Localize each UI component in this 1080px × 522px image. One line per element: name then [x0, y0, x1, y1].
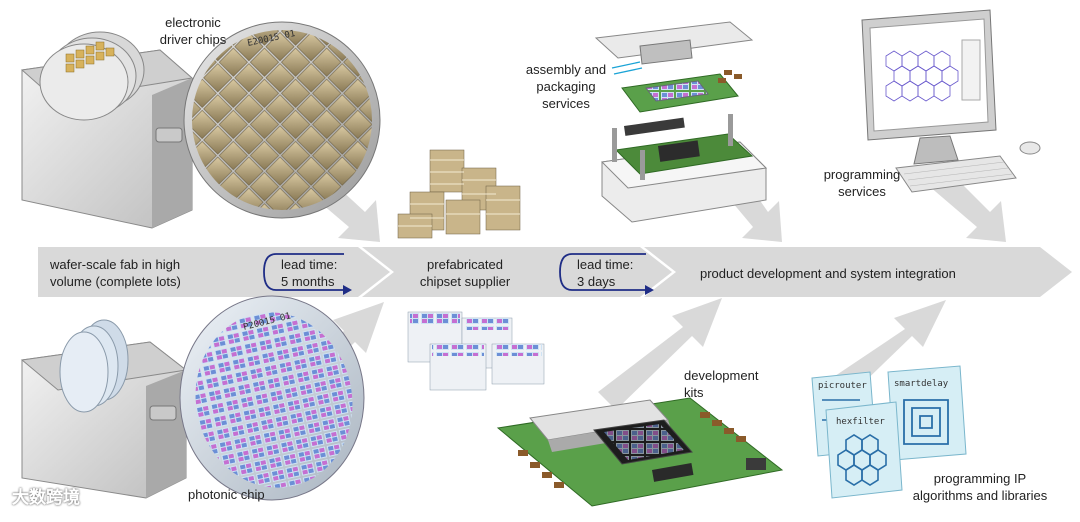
- label-assembly-line3: services: [542, 96, 590, 111]
- label-development-kits: development kits: [684, 367, 758, 401]
- arrow-ip: [832, 300, 946, 396]
- hexagon-mesh-display: [885, 50, 959, 102]
- watermark: 大数跨境: [12, 488, 80, 508]
- stage2-label: prefabricated chipset supplier: [400, 256, 530, 290]
- label-ip-line2: algorithms and libraries: [912, 488, 1048, 503]
- stage3-label: product development and system integrati…: [700, 266, 956, 281]
- ip-card-smartdelay: smartdelay: [887, 365, 967, 461]
- label-programming-line1: programming: [823, 167, 901, 182]
- label-programming-ip: programming IP algorithms and libraries: [900, 470, 1060, 504]
- label-programming-line2: services: [838, 184, 886, 199]
- label-ip-line1: programming IP: [933, 471, 1027, 486]
- lead-time-1-label: lead time: 5 months: [281, 256, 337, 290]
- label-electronic-line2: driver chips: [159, 32, 227, 47]
- arrow-devkits: [598, 298, 722, 410]
- lead-time-1-title: lead time:: [281, 257, 338, 272]
- pipeline-stage3: [644, 247, 1072, 297]
- stage1-label: wafer-scale fab in high volume (complete…: [50, 256, 181, 290]
- assembly-packaging-illustration: [594, 21, 768, 223]
- lead-time-arrowhead-1: [343, 285, 352, 295]
- stage2-line2: chipset supplier: [419, 274, 511, 289]
- ip-card-smartdelay-label: smartdelay: [894, 379, 949, 389]
- photonic-chip-stacks: [407, 311, 545, 391]
- lead-time-2-label: lead time: 3 days: [577, 256, 633, 290]
- label-assembly-line2: packaging: [536, 79, 596, 94]
- label-devkits-line2: kits: [684, 385, 704, 400]
- pipeline-stage1: [38, 247, 390, 297]
- ip-card-picrouter-label: picrouter: [818, 381, 867, 391]
- ip-card-hexfilter-label: hexfilter: [836, 417, 885, 427]
- label-electronic-line1: electronic: [165, 15, 221, 30]
- electronic-chip-stacks: [397, 149, 521, 239]
- label-assembly-packaging: assembly and packaging services: [516, 61, 616, 112]
- pipeline-stage2: [362, 247, 672, 297]
- pipeline: [38, 247, 1072, 297]
- lead-time-2-value: 3 days: [577, 274, 616, 289]
- lead-time-arrowhead-2: [645, 285, 654, 295]
- lead-time-1-value: 5 months: [281, 274, 335, 289]
- label-assembly-line1: assembly and: [525, 62, 607, 77]
- photonic-wafer-box: [20, 319, 188, 499]
- photonic-wafer: P20015 01: [179, 295, 365, 501]
- label-devkits-line1: development: [684, 368, 759, 383]
- label-photonic-chip: photonic chip: [188, 487, 265, 502]
- stage2-line1: prefabricated: [427, 257, 503, 272]
- development-kit-illustration: [496, 397, 784, 507]
- label-programming-services: programming services: [812, 166, 912, 200]
- stage1-line1: wafer-scale fab in high: [50, 257, 181, 272]
- stage1-line2: volume (complete lots): [50, 274, 181, 289]
- electronic-wafer-box: [20, 31, 194, 229]
- electronic-wafer: E20015 01: [183, 21, 381, 219]
- lead-time-2-title: lead time:: [577, 257, 634, 272]
- ip-card-hexfilter: hexfilter: [825, 401, 903, 499]
- computer-illustration: [861, 9, 1041, 193]
- label-electronic-driver-chips: electronic driver chips: [138, 14, 248, 48]
- lead-time-arrow-2: [559, 253, 652, 291]
- lead-time-arrow-1: [263, 253, 350, 291]
